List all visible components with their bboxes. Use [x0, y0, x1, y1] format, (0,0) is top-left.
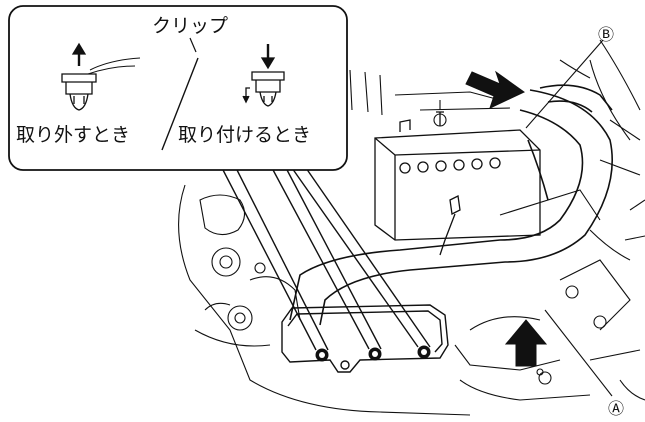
battery	[374, 111, 541, 256]
clip-3	[417, 345, 431, 359]
marker-b-label: Ⓑ	[598, 25, 614, 44]
marker-a-label: Ⓐ	[608, 399, 624, 418]
clip-install-icon	[242, 44, 285, 107]
engine-bay-background	[178, 39, 645, 416]
clip-2	[368, 347, 382, 361]
duct-bracket	[281, 304, 449, 373]
leader-lines	[221, 167, 431, 351]
callout-title: クリップ	[152, 15, 228, 37]
marker-b: Ⓑ	[525, 25, 614, 129]
clip-locations	[315, 345, 431, 362]
marker-a: Ⓐ	[544, 309, 624, 418]
callout-divider	[161, 57, 199, 151]
air-intake-duct	[289, 84, 613, 326]
arrow-up-icon	[504, 319, 548, 367]
arrow-right-icon	[465, 70, 525, 109]
install-label: 取り付けるとき	[178, 124, 311, 146]
clip-callout-box: クリップ 取り外すとき 取り付けるとき	[8, 5, 348, 171]
remove-label: 取り外すとき	[16, 124, 130, 146]
clip-remove-icon	[61, 42, 141, 111]
clip-1	[315, 348, 329, 362]
